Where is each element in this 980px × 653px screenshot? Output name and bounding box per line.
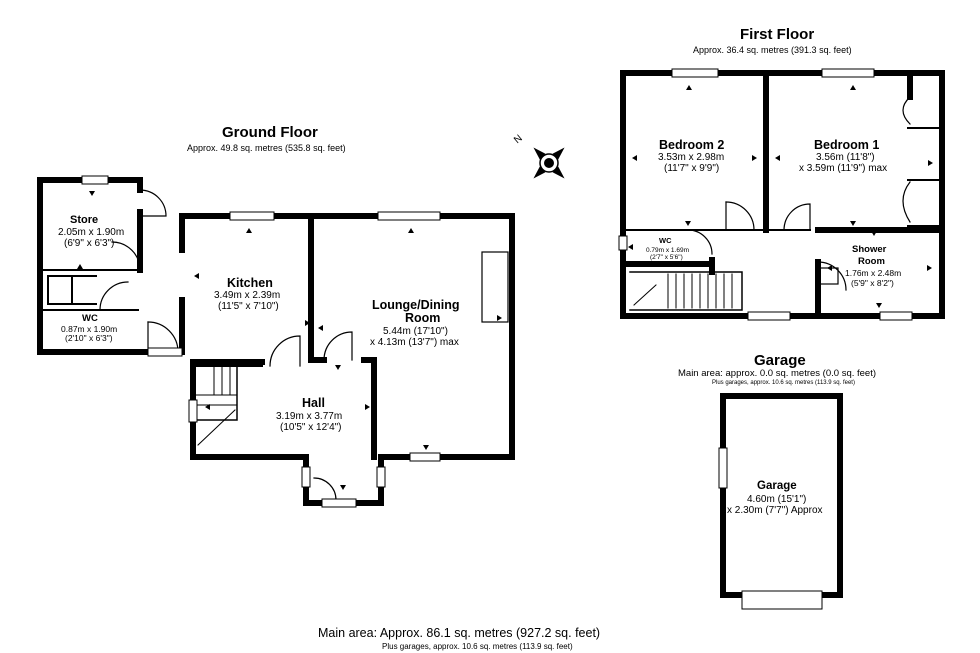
hall-dim-imperial: (10'5" x 12'4") bbox=[280, 422, 342, 433]
first-wc-label: WC bbox=[659, 236, 672, 245]
bedroom2-label: Bedroom 2 bbox=[659, 138, 725, 152]
garage-area: Main area: approx. 0.0 sq. metres (0.0 s… bbox=[678, 368, 877, 379]
ground-floor-area: Approx. 49.8 sq. metres (535.8 sq. feet) bbox=[187, 143, 346, 153]
lounge-dim-line2: x 4.13m (13'7") max bbox=[370, 337, 459, 348]
bedroom2-dim-metric: 3.53m x 2.98m bbox=[658, 152, 725, 163]
ground-wc-dim-imperial: (2'10" x 6'3") bbox=[65, 333, 113, 343]
store-dim-imperial: (6'9" x 6'3") bbox=[64, 238, 115, 249]
ground-wc-label: WC bbox=[82, 313, 98, 324]
garage-walls bbox=[720, 393, 843, 598]
bedroom1-dim-line2: x 3.59m (11'9") max bbox=[799, 163, 888, 174]
garage-room-label: Garage bbox=[757, 480, 797, 492]
garage-room-dim-line2: x 2.30m (7'7") Approx bbox=[727, 505, 823, 516]
first-floor-area: Approx. 36.4 sq. metres (391.3 sq. feet) bbox=[693, 45, 852, 55]
garage-title: Garage bbox=[754, 352, 806, 369]
hall-dim-metric: 3.19m x 3.77m bbox=[276, 411, 343, 422]
bedroom2-dim-imperial: (11'7" x 9'9") bbox=[664, 163, 720, 174]
bedroom1-dim-line1: 3.56m (11'8") bbox=[816, 152, 875, 163]
first-wc-dim-imperial: (2'7" x 5'6") bbox=[650, 254, 683, 261]
shower-dim-metric: 1.76m x 2.48m bbox=[845, 268, 902, 278]
kitchen-dim-imperial: (11'5" x 7'10") bbox=[218, 301, 279, 312]
footer-plus-garages: Plus garages, approx. 10.6 sq. metres (1… bbox=[382, 642, 573, 651]
shower-label-line2: Room bbox=[858, 256, 885, 267]
store-dim-metric: 2.05m x 1.90m bbox=[58, 227, 125, 238]
garage-plus: Plus garages, approx. 10.6 sq. metres (1… bbox=[712, 380, 855, 386]
shower-label-line1: Shower bbox=[852, 244, 887, 255]
kitchen-label: Kitchen bbox=[227, 276, 273, 290]
first-floor-walls bbox=[620, 70, 945, 319]
first-wc-dim-metric: 0.79m x 1.69m bbox=[646, 247, 689, 254]
garage-room-dim-line1: 4.60m (15'1") bbox=[747, 494, 807, 505]
ground-wc-dim-metric: 0.87m x 1.90m bbox=[61, 324, 118, 334]
store-label: Store bbox=[70, 214, 99, 226]
compass-icon bbox=[533, 147, 565, 179]
first-floor-title: First Floor bbox=[740, 26, 815, 43]
lounge-label-line2: Room bbox=[405, 311, 441, 325]
lounge-dim-line1: 5.44m (17'10") bbox=[383, 326, 448, 337]
hall-label: Hall bbox=[302, 396, 325, 410]
footer-main-area: Main area: Approx. 86.1 sq. metres (927.… bbox=[318, 626, 601, 640]
lounge-label-line1: Lounge/Dining bbox=[372, 298, 460, 312]
shower-dim-imperial: (5'9" x 8'2") bbox=[851, 278, 894, 288]
ground-floor-title: Ground Floor bbox=[222, 124, 318, 141]
kitchen-dim-metric: 3.49m x 2.39m bbox=[214, 290, 281, 301]
bedroom1-label: Bedroom 1 bbox=[814, 138, 880, 152]
